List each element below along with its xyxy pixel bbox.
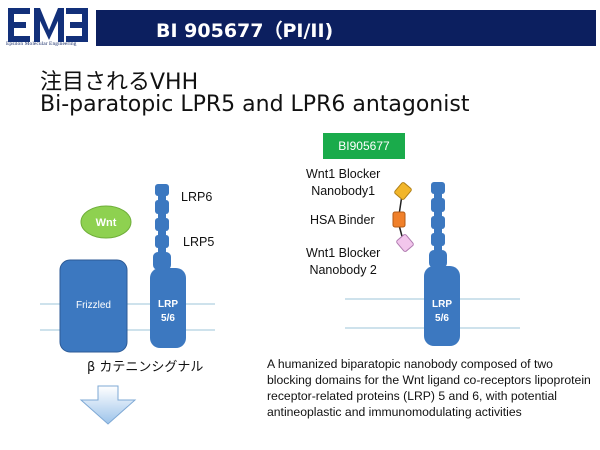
subtitle-line2: Bi-paratopic LPR5 and LPR6 antagonist [40,92,470,117]
page-title: BI 905677（PI/II) [156,20,334,42]
frizzled-label: Frizzled [76,300,111,311]
signal-down-arrow-icon [79,385,137,425]
eme-logo-icon [8,8,88,42]
lrp-receptor-left [150,184,186,348]
drug-name-badge: BI905677 [323,133,405,159]
frizzled-receptor [59,259,128,353]
nanobody1-domain [394,182,412,200]
subtitle-line1: 注目されるVHH [40,70,199,95]
lrp-receptor-right [424,182,460,346]
wnt-ligand [80,205,132,239]
lrp-right-label-line2: 5/6 [435,313,449,324]
lrp5-label: LRP5 [183,235,215,249]
company-name: Epsilon Molecular Engineering [6,41,77,47]
blocker1-label: Wnt1 Blocker Nanobody1 [306,167,381,198]
hsa-binder-label: HSA Binder [310,213,375,227]
lrp-left-label-line1: LRP [158,299,178,310]
header-bar: BI 905677（PI/II) [96,10,596,46]
description-text: A humanized biparatopic nanobody compose… [267,357,591,419]
beta-catenin-signal-label: β カテニンシグナル [87,360,204,375]
blocker2-label: Wnt1 Blocker Nanobody 2 [306,246,381,277]
lrp-right-label-line1: LRP [432,299,452,310]
hsa-binder-domain [392,211,406,228]
wnt-label: Wnt [96,217,117,229]
nanobody2-domain [396,234,414,252]
lrp6-label: LRP6 [181,190,213,204]
lrp-left-label-line2: 5/6 [161,313,175,324]
